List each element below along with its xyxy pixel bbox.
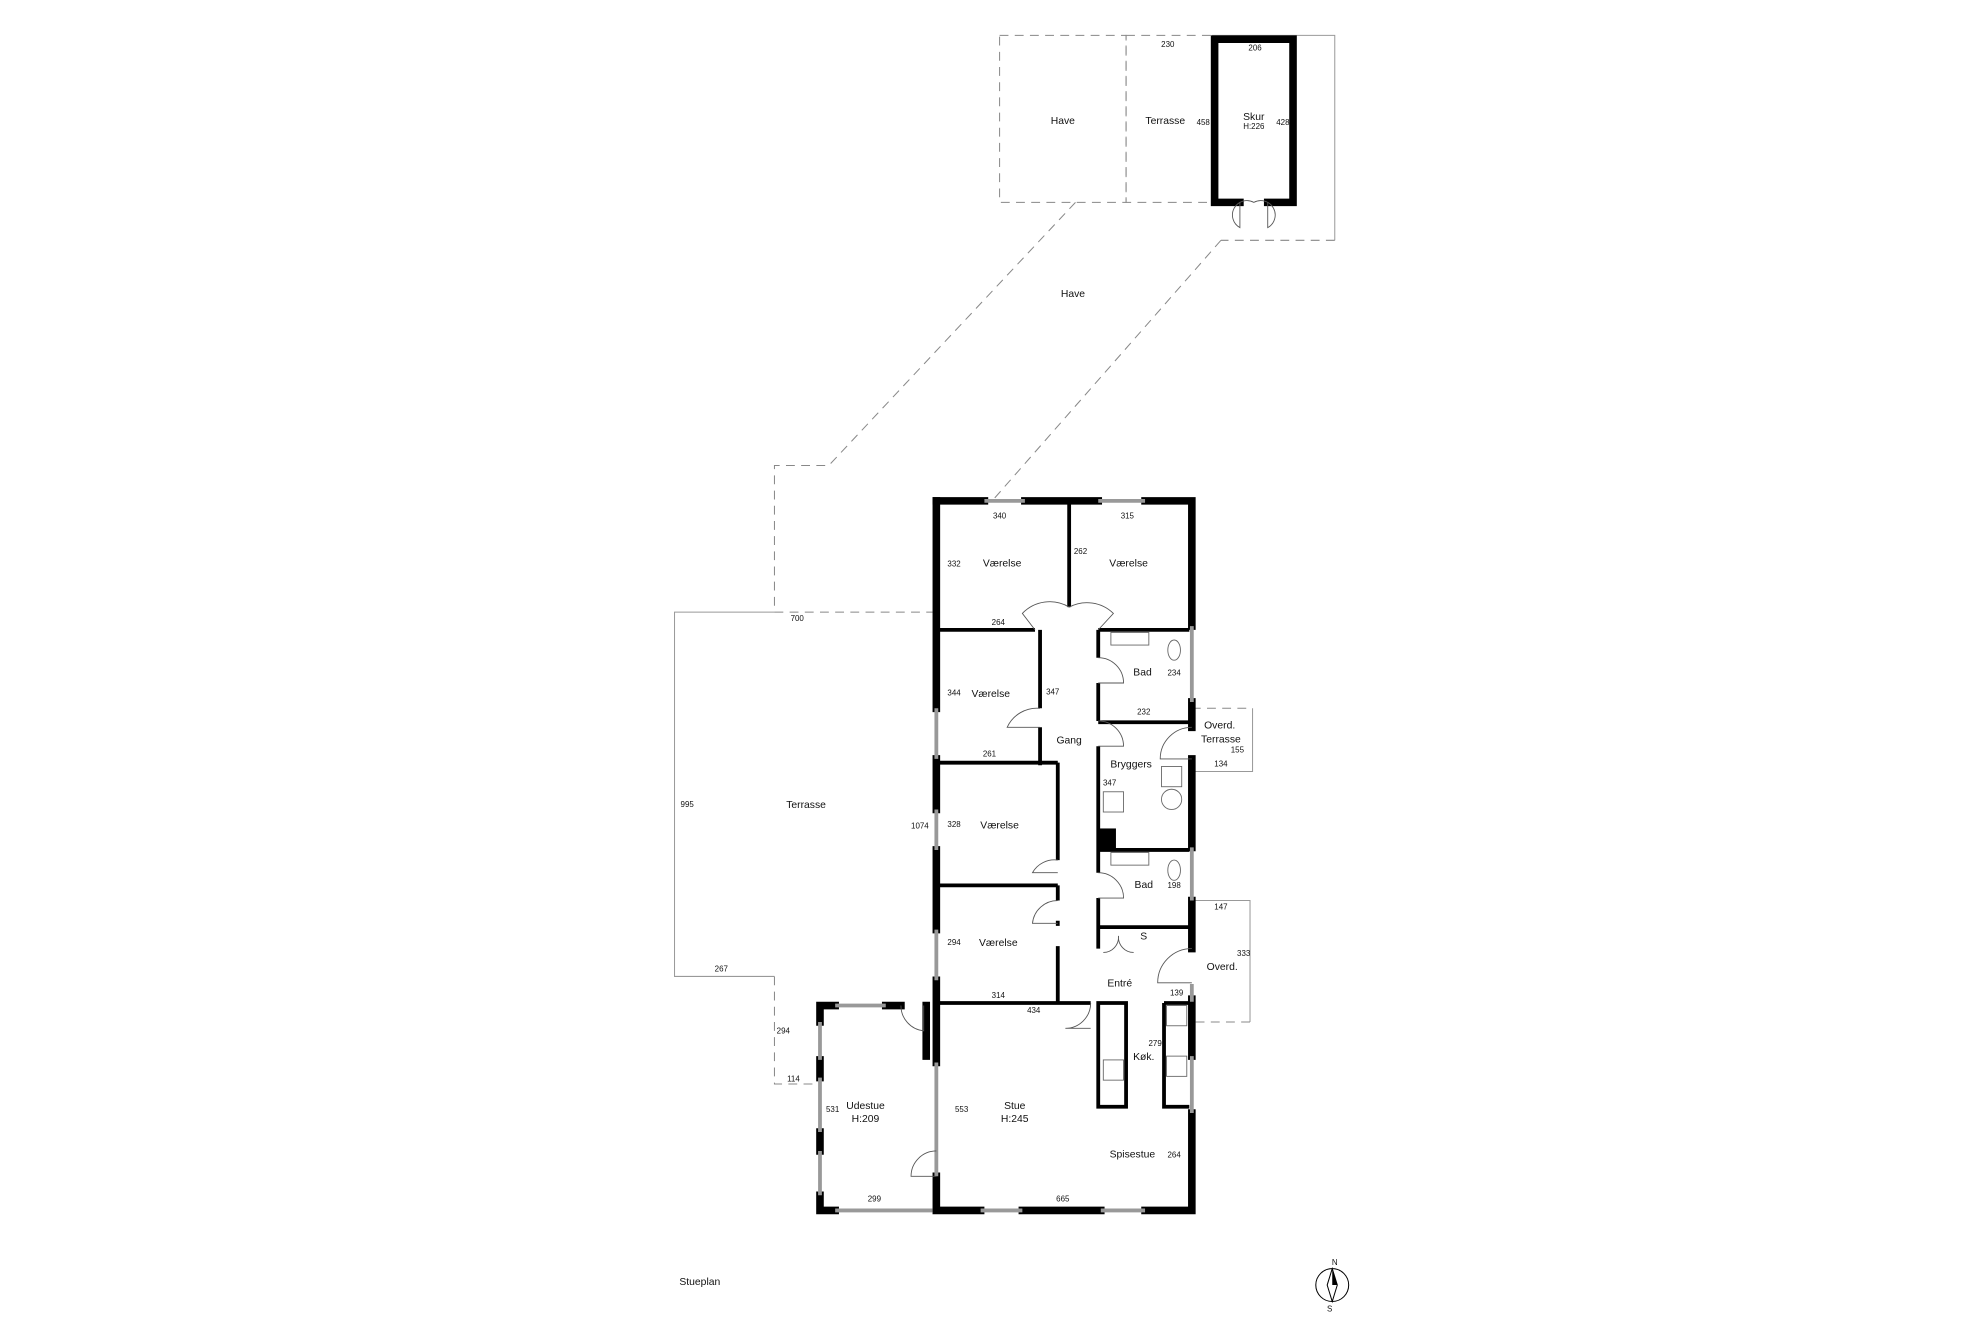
label-stue: Stue: [1004, 1101, 1026, 1112]
dim: 332: [947, 560, 961, 569]
label-entre: Entré: [1107, 979, 1132, 990]
dim: 294: [777, 1026, 791, 1035]
compass-north: N: [1332, 1258, 1338, 1267]
dim: 531: [826, 1105, 840, 1114]
label-overd-terrasse: Overd.: [1204, 721, 1235, 732]
dim: 198: [1167, 881, 1181, 890]
dim: 347: [1046, 687, 1060, 696]
dim: 1074: [911, 821, 929, 830]
label-terrasse-big: Terrasse: [786, 800, 826, 811]
labels: Have Terrasse 230 458 Skur H:226 206 428…: [679, 40, 1290, 1288]
dim: 264: [1167, 1150, 1181, 1159]
dim: 147: [1214, 902, 1228, 911]
label-terrasse-top: Terrasse: [1145, 116, 1185, 127]
dim: 261: [983, 749, 997, 758]
dim: 553: [955, 1105, 969, 1114]
label-vaerelse: Værelse: [979, 938, 1018, 949]
dim: 700: [791, 614, 805, 623]
dim: 232: [1137, 708, 1151, 717]
dim: 279: [1149, 1039, 1163, 1048]
label-s: S: [1140, 932, 1147, 943]
dim: 230: [1161, 40, 1175, 49]
interior-walls: [910, 503, 1192, 1177]
dim: 665: [1056, 1195, 1070, 1204]
label-vaerelse: Værelse: [1109, 559, 1148, 570]
skur-building: [1210, 35, 1297, 229]
exterior-walls: [816, 497, 1196, 1215]
label-overd-terrasse: Terrasse: [1201, 734, 1241, 745]
dim: 155: [1231, 746, 1245, 755]
dim: 234: [1167, 668, 1181, 677]
label-udestue-height: H:209: [852, 1114, 880, 1125]
dim: 315: [1121, 512, 1135, 521]
label-vaerelse: Værelse: [971, 689, 1010, 700]
label-have-mid: Have: [1061, 289, 1085, 300]
label-vaerelse: Værelse: [983, 559, 1022, 570]
dim: 139: [1170, 988, 1184, 997]
label-spisestue: Spisestue: [1110, 1149, 1156, 1160]
dim: 995: [681, 800, 695, 809]
plan-title: Stueplan: [679, 1277, 720, 1288]
label-skur: Skur: [1243, 112, 1265, 123]
dim: 328: [947, 820, 961, 829]
compass-south: S: [1327, 1305, 1332, 1314]
label-bad: Bad: [1135, 880, 1154, 891]
compass-rose-icon: N S: [1315, 1258, 1350, 1314]
dim: 347: [1103, 778, 1117, 787]
dim: 294: [947, 938, 961, 947]
dim: 134: [1214, 759, 1228, 768]
label-koekken: Køk.: [1133, 1052, 1154, 1063]
label-gang: Gang: [1056, 736, 1082, 747]
dim: 206: [1248, 44, 1262, 53]
label-stue-height: H:245: [1001, 1114, 1029, 1125]
label-have-top: Have: [1051, 116, 1075, 127]
label-vaerelse: Værelse: [980, 820, 1019, 831]
dim: 299: [868, 1195, 882, 1204]
dim: 267: [715, 964, 729, 973]
label-bryggers: Bryggers: [1110, 760, 1151, 771]
dim: 434: [1027, 1006, 1041, 1015]
label-overd: Overd.: [1207, 962, 1238, 973]
dim: 262: [1074, 547, 1088, 556]
dim: 264: [992, 618, 1006, 627]
dim: 340: [993, 512, 1007, 521]
label-skur-height: H:226: [1243, 122, 1265, 131]
dim: 344: [947, 689, 961, 698]
dim: 333: [1237, 949, 1251, 958]
dim: 114: [787, 1074, 800, 1083]
dim: 314: [992, 991, 1006, 1000]
label-udestue: Udestue: [846, 1101, 885, 1112]
label-bad: Bad: [1133, 667, 1152, 678]
dim: 458: [1197, 118, 1211, 127]
dim: 428: [1276, 118, 1290, 127]
